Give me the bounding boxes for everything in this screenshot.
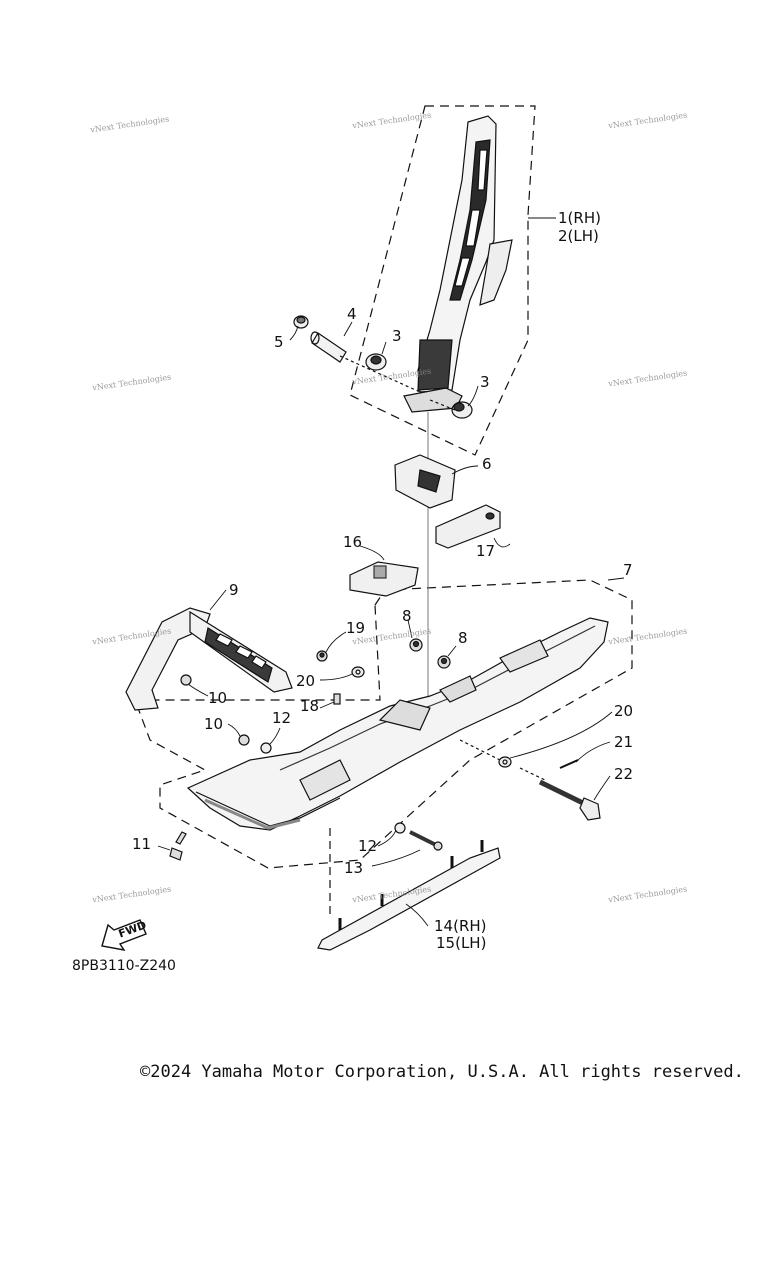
washer-20-right	[498, 756, 512, 768]
pin-21	[559, 759, 579, 769]
ski-handle-9	[125, 607, 293, 711]
collar-5	[293, 315, 309, 329]
callout-21[interactable]: 21	[614, 733, 634, 751]
callout-22[interactable]: 22	[614, 765, 634, 783]
callout-5[interactable]: 5	[274, 333, 284, 351]
ski-group-outline	[134, 579, 633, 869]
wear-bar-16	[349, 561, 419, 597]
spindle-group-outline	[349, 105, 536, 456]
bushing-3-left	[365, 353, 387, 371]
callout-4[interactable]: 4	[347, 305, 357, 323]
callout-10-upper[interactable]: 10	[208, 689, 228, 707]
leader-lines	[157, 217, 625, 927]
callout-17[interactable]: 17	[476, 542, 496, 560]
nut-10-lower	[238, 734, 250, 746]
callout-16[interactable]: 16	[343, 533, 363, 551]
bolt-22	[538, 779, 601, 821]
nut-8-right	[437, 655, 451, 669]
bushing-3-right	[451, 401, 473, 419]
callout-3-lower[interactable]: 3	[480, 373, 490, 391]
diagram-code: 8PB3110-Z240	[72, 958, 176, 974]
callout-2[interactable]: 2(LH)	[558, 227, 599, 245]
callout-1[interactable]: 1(RH)	[558, 209, 601, 227]
copyright-notice: ©2024 Yamaha Motor Corporation, U.S.A. A…	[140, 1062, 744, 1082]
callout-10-lower[interactable]: 10	[204, 715, 224, 733]
wear-plate-17	[435, 504, 501, 549]
ski-spindle	[403, 115, 513, 413]
callout-3-upper[interactable]: 3	[392, 327, 402, 345]
bolt-11	[169, 831, 187, 861]
washer-12-lower	[394, 822, 406, 834]
callout-6[interactable]: 6	[482, 455, 492, 473]
callout-12-upper[interactable]: 12	[272, 709, 292, 727]
callout-18[interactable]: 18	[300, 697, 320, 715]
callout-13[interactable]: 13	[344, 859, 364, 877]
callout-8-right[interactable]: 8	[458, 629, 468, 647]
callout-20-right[interactable]: 20	[614, 702, 634, 720]
callout-9[interactable]: 9	[229, 581, 239, 599]
bolt-18	[333, 693, 341, 705]
runner-14-15	[317, 840, 501, 951]
ski-body-7	[186, 617, 609, 831]
callout-19[interactable]: 19	[346, 619, 366, 637]
callout-7[interactable]: 7	[623, 561, 633, 579]
nut-8-left	[409, 638, 423, 652]
nut-19	[316, 650, 328, 662]
callout-11[interactable]: 11	[132, 835, 152, 853]
callout-12-lower[interactable]: 12	[358, 837, 378, 855]
collar-4	[310, 331, 347, 363]
callout-8-left[interactable]: 8	[402, 607, 412, 625]
callout-15[interactable]: 15(LH)	[436, 934, 487, 952]
callout-20-left[interactable]: 20	[296, 672, 316, 690]
bolt-13	[409, 830, 443, 851]
washer-12-upper	[260, 742, 272, 754]
washer-20-left	[351, 666, 365, 678]
fwd-arrow-icon	[101, 919, 147, 951]
nut-10-upper	[180, 674, 192, 686]
ski-saddle-6	[394, 454, 456, 509]
callout-14[interactable]: 14(RH)	[434, 917, 487, 935]
